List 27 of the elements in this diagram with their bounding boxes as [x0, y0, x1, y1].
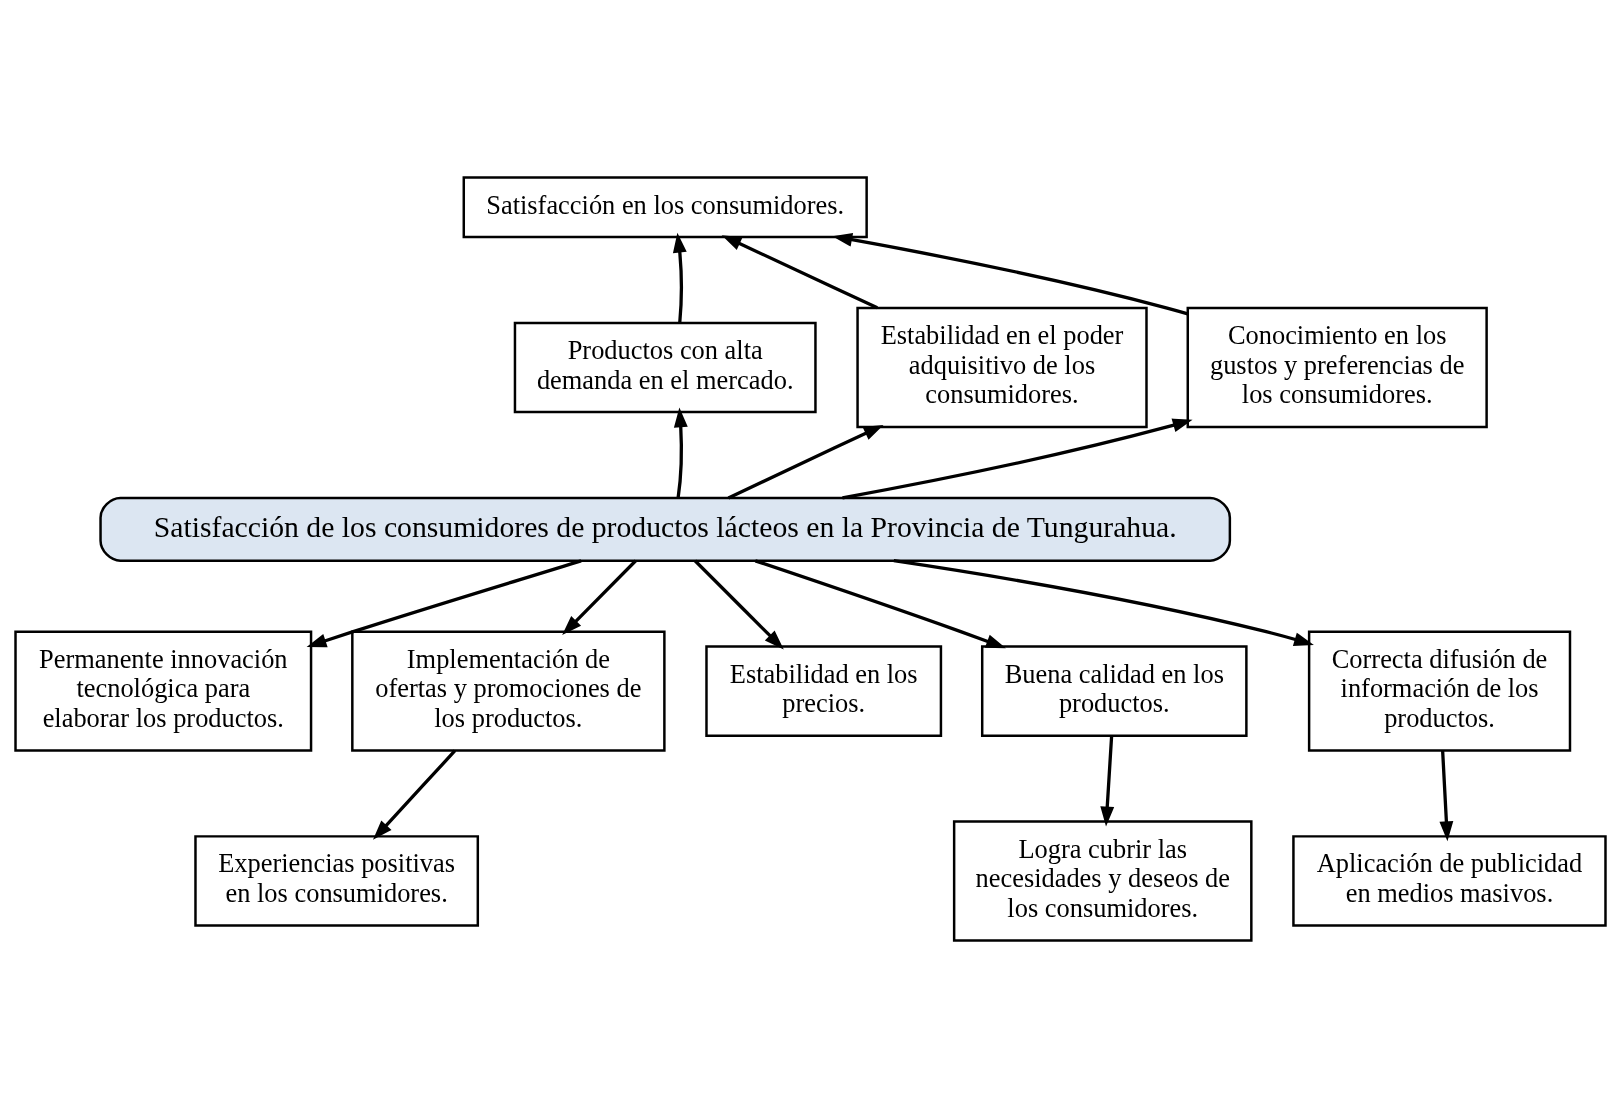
arrow: [673, 406, 688, 498]
node-box: Satisfacción en los consumidores.: [462, 175, 868, 238]
arrow: [893, 558, 1314, 646]
node-box: Estabilidad en el poder adquisitivo de los consumidores.: [856, 306, 1148, 428]
node-box: Logra cubrir las necesidades y deseos de los consumidores.: [952, 819, 1253, 942]
arrow: [693, 559, 784, 649]
arrow: [832, 232, 1189, 315]
arrow: [1100, 735, 1115, 826]
node-box: Buena calidad en los productos.: [980, 644, 1248, 737]
arrow: [562, 559, 637, 635]
arrow: [1439, 750, 1454, 841]
node-box: Aplicación de publicidad en medios masivos.: [1292, 834, 1607, 927]
node-box: Conocimiento en los gustos y preferencias de los consumidores.: [1186, 306, 1488, 428]
arrow: [842, 418, 1193, 499]
arrow: [727, 424, 884, 499]
arrow: [306, 558, 582, 647]
arrow: [721, 234, 878, 309]
arrow: [372, 749, 457, 840]
node-box: Estabilidad en los precios.: [705, 644, 943, 737]
node-box: Permanente innovación tecnológica para elaborar los productos.: [14, 629, 313, 752]
node-box: Correcta difusión de información de los productos.: [1307, 629, 1572, 752]
arrow: [754, 558, 1006, 648]
node-box: Experiencias positivas en los consumidores.: [194, 834, 480, 927]
node-box: Implementación de ofertas y promociones de los productos.: [351, 629, 666, 752]
node-box: Satisfacción de los consumidores de productos lácteos en la Provincia de Tungurahua.: [99, 496, 1232, 562]
node-box: Productos con alta demanda en el mercado.: [513, 321, 817, 413]
arrow: [672, 232, 687, 323]
